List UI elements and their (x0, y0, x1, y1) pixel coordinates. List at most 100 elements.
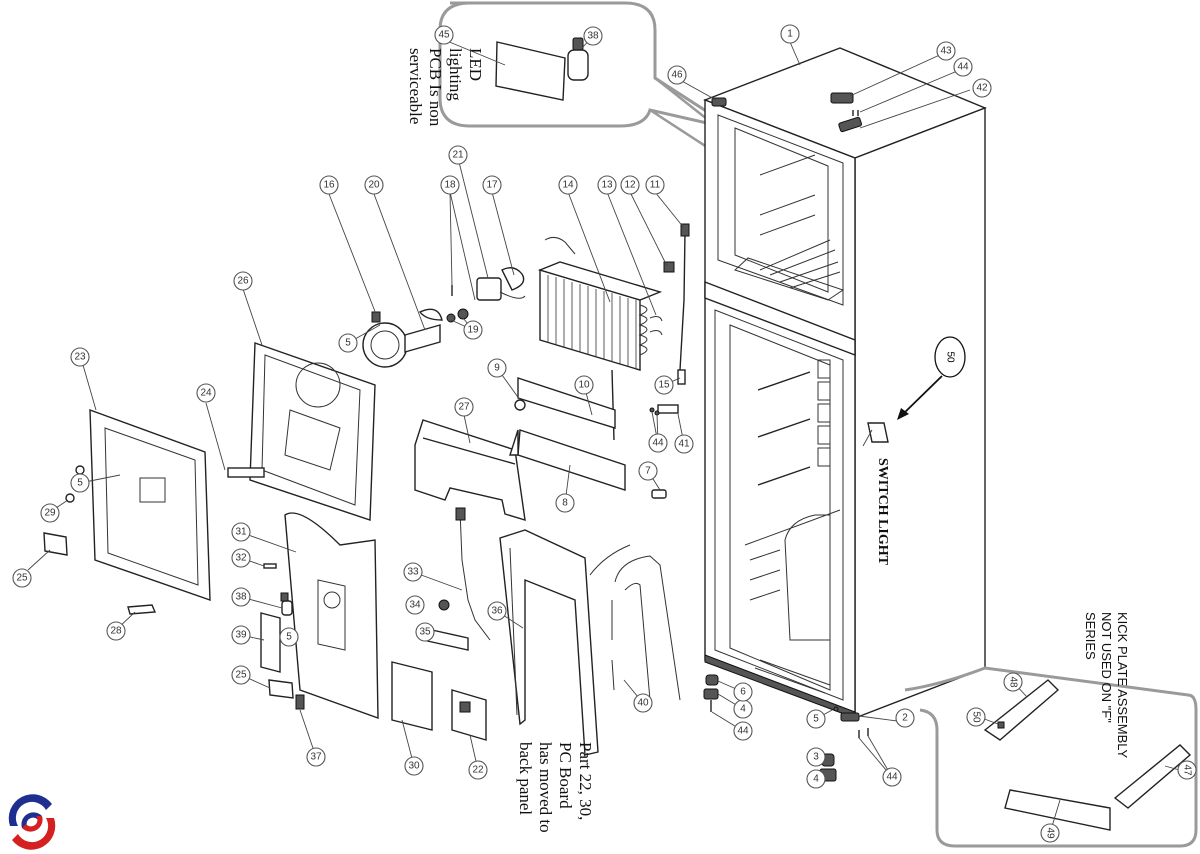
callout-46: 46 (667, 65, 687, 85)
callout-number: 28 (110, 626, 122, 637)
svg-text:back panel: back panel (516, 742, 535, 815)
callout-circle (403, 562, 423, 582)
logo-red-swoosh (12, 818, 56, 850)
evaporator-part (537, 236, 663, 441)
callout-number: 47 (1182, 764, 1193, 776)
callout-44b: 44 (733, 721, 753, 741)
callout-circle (806, 709, 826, 729)
callout-41: 41 (674, 434, 694, 454)
callout-circle (895, 708, 915, 728)
callout-number: 25 (235, 670, 247, 681)
callout-40: 40 (633, 693, 653, 713)
callout-circle (558, 175, 578, 195)
callout-circle (638, 461, 658, 481)
callout-number: 16 (323, 180, 335, 191)
svg-text:PCB Is non: PCB Is non (426, 48, 445, 127)
callout-circle (404, 756, 424, 776)
callout-circle (654, 375, 674, 395)
callout-circle (620, 175, 640, 195)
callout-circle (633, 693, 653, 713)
led-pcb-part (495, 41, 566, 101)
callout-circle (733, 721, 753, 741)
callout-number: 25 (16, 573, 28, 584)
callout-circle (806, 747, 826, 767)
kick-plate-note: KICK PLATE ASSEMBLY NOT USED ON "F" SERI… (1083, 612, 1130, 759)
callout-43: 43 (936, 41, 956, 61)
callout-number: 27 (458, 402, 470, 413)
callout-circle (70, 473, 90, 493)
callout-number: 10 (578, 380, 590, 391)
callout-2: 2 (895, 708, 915, 728)
callout-38a: 38 (583, 26, 603, 46)
door-gasket-tubes-part (589, 544, 681, 701)
pc-board-note: Part 22, 30, PC Board has moved to back … (516, 742, 595, 833)
callout-circle (106, 621, 126, 641)
fan-motor-part (446, 267, 526, 323)
callout-number: 43 (940, 46, 952, 57)
callout-circle (1177, 760, 1197, 780)
callout-15: 15 (654, 375, 674, 395)
callout-number: 21 (452, 150, 464, 161)
refrigerator-cabinet (703, 47, 987, 720)
small-clip-part (651, 489, 667, 499)
callout-circle (231, 625, 251, 645)
kick-plate-bracket-right (1113, 744, 1192, 809)
sensor-bracket-part (649, 404, 679, 416)
callout-29: 29 (40, 503, 60, 523)
callout-5a: 5 (338, 333, 358, 353)
callout-number: 42 (976, 83, 988, 94)
fan-shroud-part (362, 308, 443, 368)
callout-number: 9 (494, 363, 500, 374)
svg-text:serviceable: serviceable (406, 48, 425, 124)
svg-text:NOT USED ON "F": NOT USED ON "F" (1099, 612, 1114, 723)
dispenser-housing-part (260, 512, 379, 720)
callout-5c: 5 (279, 627, 299, 647)
callout-21: 21 (448, 145, 468, 165)
callout-number: 38 (587, 31, 599, 42)
callout-circle (972, 78, 992, 98)
callout-48: 48 (1003, 672, 1023, 692)
callout-number: 19 (467, 325, 479, 336)
callout-circle (648, 433, 668, 453)
callout-number: 40 (637, 698, 649, 709)
led-detail-bubble (438, 1, 851, 242)
callout-39: 39 (231, 625, 251, 645)
callout-25b: 25 (231, 665, 251, 685)
callout-circle (415, 622, 435, 642)
callout-circle (953, 57, 973, 77)
callout-circle (306, 747, 326, 767)
callout-circle (70, 347, 90, 367)
callout-49: 49 (1040, 823, 1060, 843)
callout-number: 44 (652, 438, 664, 449)
callout-9: 9 (487, 358, 507, 378)
callout-number: 49 (1045, 827, 1056, 839)
callout-circle (597, 175, 617, 195)
led-pcb-note: LED lighting PCB Is non serviceable (406, 48, 485, 127)
callout-16: 16 (319, 175, 339, 195)
callout-3: 3 (806, 747, 826, 767)
callout-45: 45 (434, 25, 454, 45)
callout-32: 32 (231, 548, 251, 568)
kick-plate-bubble: KICK PLATE ASSEMBLY NOT USED ON "F" SERI… (904, 612, 1198, 848)
svg-text:Part 22, 30,: Part 22, 30, (576, 742, 595, 820)
callout-28: 28 (106, 621, 126, 641)
callout-circle (454, 397, 474, 417)
callout-27: 27 (454, 397, 474, 417)
callout-number: 3 (813, 752, 819, 763)
callout-47: 47 (1177, 760, 1197, 780)
logo-blue-swoosh (8, 794, 53, 826)
callout-17: 17 (482, 175, 502, 195)
callout-circle (966, 707, 986, 727)
callout-number: 18 (444, 180, 456, 191)
callout-number: 1 (787, 29, 793, 40)
callout-circle (882, 767, 902, 787)
pc-board-part (451, 689, 487, 741)
callout-number: 48 (1008, 676, 1019, 688)
defrost-wiring-part (649, 223, 690, 385)
callout-number: 4 (740, 704, 746, 715)
callout-44c: 44 (882, 767, 902, 787)
callout-number: 2 (902, 713, 908, 724)
callout-number: 4 (813, 774, 819, 785)
callout-6: 6 (733, 682, 753, 702)
callout-number: 45 (438, 30, 450, 41)
